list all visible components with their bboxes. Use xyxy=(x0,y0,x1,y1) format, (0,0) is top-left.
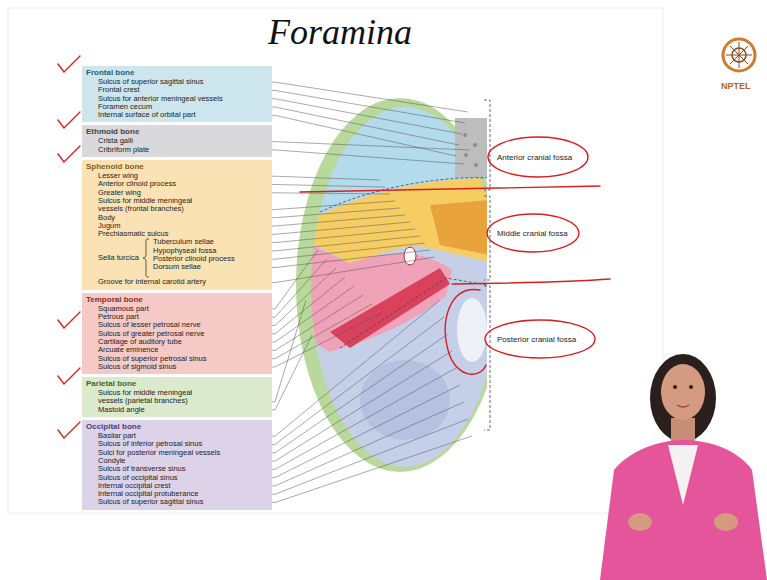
bone-part: Sulcus for middle meningeal vessels (par… xyxy=(98,389,203,406)
brace xyxy=(142,238,150,278)
region-label: Anterior cranial fossa xyxy=(497,153,572,162)
slide-title: Foramina xyxy=(150,12,530,52)
bone-heading: Ethmoid bone xyxy=(86,127,139,136)
bone-part: Squamous part xyxy=(98,305,149,313)
bone-box: Occipital boneBasilar partSulcus of infe… xyxy=(82,420,272,510)
logo-text: NPTEL xyxy=(721,82,751,91)
bone-part: Foramen cecum xyxy=(98,103,152,111)
bone-part: Sulcus of inferior petrosal sinus xyxy=(98,440,202,448)
bone-heading: Occipital bone xyxy=(86,422,141,431)
bone-part: Cribriform plate xyxy=(98,146,149,154)
group-label-cell: Sella turcica xyxy=(98,238,142,278)
bone-part: Frontal crest xyxy=(98,86,140,94)
bone-part: Sulcus of transverse sinus xyxy=(98,465,186,473)
bone-box: Temporal boneSquamous partPetrous partSu… xyxy=(82,293,272,374)
group-label: Sella turcica xyxy=(98,254,139,262)
bone-part: Anterior clinoid process xyxy=(98,180,176,188)
bone-part: Internal occipital crest xyxy=(98,482,171,490)
bone-part: Jugum xyxy=(98,222,121,230)
bone-part: Hypophyseal fossa xyxy=(153,247,216,255)
bone-part: Mastoid angle xyxy=(98,406,145,414)
bone-heading: Sphenoid bone xyxy=(86,162,144,171)
bone-box: Frontal boneSulcus of superior sagittal … xyxy=(82,66,272,122)
bone-part: Arcuate eminence xyxy=(98,346,158,354)
bone-part: Basilar part xyxy=(98,432,136,440)
bone-box: Ethmoid boneCrista galliCribriform plate xyxy=(82,125,272,157)
bone-part: Sulcus of superior sagittal sinus xyxy=(98,78,203,86)
group-items: Tuberculum sellaeHypophyseal fossaPoster… xyxy=(153,238,235,278)
sella-group: Sella turcica Tuberculum sellaeHypophysea… xyxy=(98,238,268,278)
bone-heading: Parietal bone xyxy=(86,379,136,388)
bone-part: Sulcus of greater petrosal nerve xyxy=(98,330,204,338)
bone-part: Internal occipital protuberance xyxy=(98,490,198,498)
bone-part: Sulci for posterior meningeal vessels xyxy=(98,449,220,457)
bone-part: Sulcus for middle meningeal vessels (fro… xyxy=(98,197,203,214)
bone-box: Parietal boneSulcus for middle meningeal… xyxy=(82,377,272,417)
bone-part: Prechiasmatic sulcus xyxy=(98,230,168,238)
bone-part: Groove for internal carotid artery xyxy=(98,278,206,286)
bone-part: Posterior clinoid process xyxy=(153,255,235,263)
bone-part: Crista galli xyxy=(98,137,133,145)
fossa-bracket xyxy=(484,100,490,430)
bone-part: Sulcus of superior sagittal sinus xyxy=(98,498,203,506)
bone-part: Greater wing xyxy=(98,189,141,197)
bone-part: Dorsum sellae xyxy=(153,263,201,271)
bone-box: Sphenoid boneLesser wingAnterior clinoid… xyxy=(82,160,272,290)
bone-part: Condyle xyxy=(98,457,126,465)
bone-part: Sulcus for anterior meningeal vessels xyxy=(98,95,223,103)
region-label: Middle cranial fossa xyxy=(497,229,568,238)
bone-part: Tuberculum sellae xyxy=(153,238,214,246)
bone-heading: Frontal bone xyxy=(86,68,134,77)
bone-part: Body xyxy=(98,214,115,222)
bone-part: Lesser wing xyxy=(98,172,138,180)
region-label: Posterior cranial fossa xyxy=(497,335,576,344)
bone-part: Internal surface of orbital part xyxy=(98,111,196,119)
bone-part: Cartilage of auditory tube xyxy=(98,338,182,346)
bone-heading: Temporal bone xyxy=(86,295,143,304)
brace-path xyxy=(143,239,149,277)
bone-part: Petrous part xyxy=(98,313,139,321)
bone-part: Sulcus of superior petrosal sinus xyxy=(98,355,206,363)
bone-part: Sulcus of lesser petrosal nerve xyxy=(98,321,201,329)
bone-part: Sulcus of sigmoid sinus xyxy=(98,363,176,371)
bone-part: Sulcus of occipital sinus xyxy=(98,474,178,482)
